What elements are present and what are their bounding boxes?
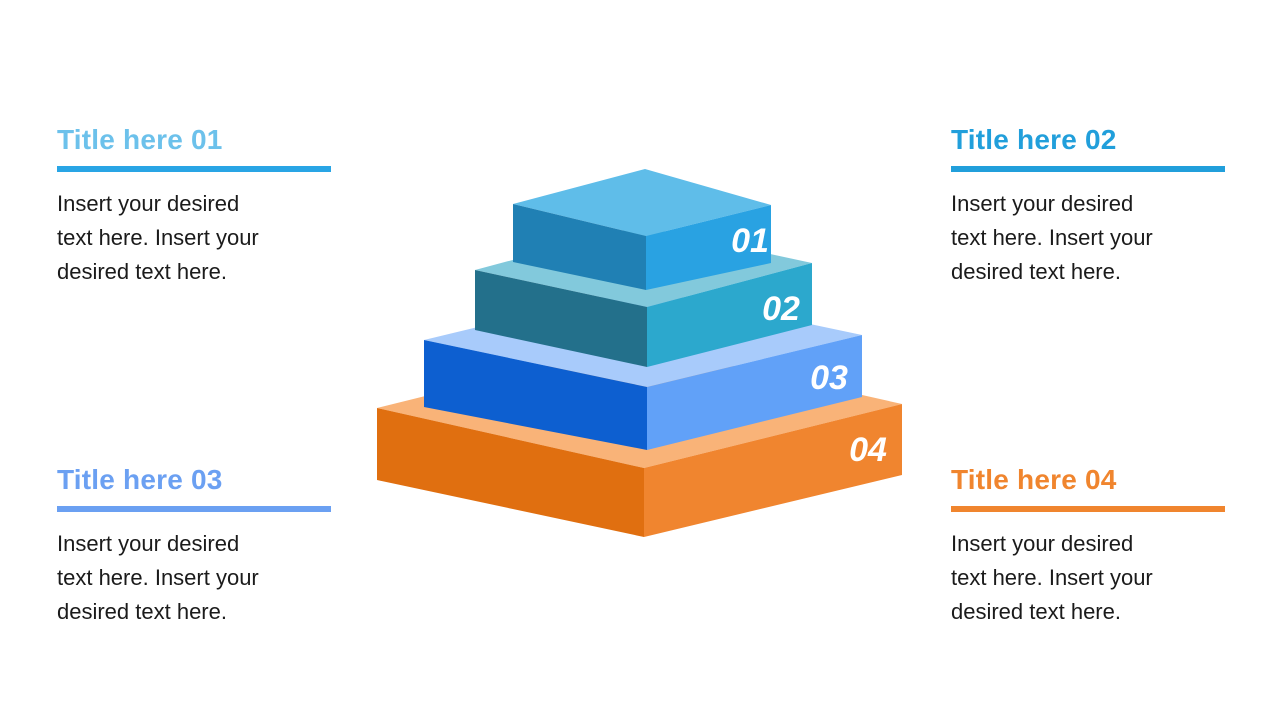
body-line: Insert your desired — [951, 191, 1134, 216]
text-block-03: Title here 03 Insert your desired text h… — [57, 464, 342, 629]
layer-04-number: 04 — [849, 431, 887, 469]
text-block-04: Title here 04 Insert your desired text h… — [951, 464, 1236, 629]
text-block-01: Title here 01 Insert your desired text h… — [57, 124, 342, 289]
block-title-02: Title here 02 — [951, 124, 1117, 155]
body-line: Insert your desired — [57, 191, 240, 216]
layer-02-number: 02 — [762, 290, 800, 328]
body-line: text here. Insert your — [951, 565, 1153, 590]
pyramid-layer-01: 01 — [513, 169, 771, 290]
body-line: Insert your desired — [951, 531, 1134, 556]
block-body-02: Insert your desired text here. Insert yo… — [951, 187, 1236, 289]
body-line: desired text here. — [951, 599, 1121, 624]
body-line: text here. Insert your — [951, 225, 1153, 250]
layer-01-right-face — [646, 205, 771, 290]
block-body-01: Insert your desired text here. Insert yo… — [57, 187, 342, 289]
layer-01-number: 01 — [731, 222, 769, 260]
layer-02-right-face — [647, 263, 812, 367]
title-underline-04 — [951, 506, 1225, 512]
body-line: Insert your desired — [57, 531, 240, 556]
layer-04-right-face — [644, 404, 902, 537]
block-title-03: Title here 03 — [57, 464, 223, 495]
layer-03-right-face — [647, 335, 862, 450]
body-line: text here. Insert your — [57, 225, 259, 250]
layer-03-number: 03 — [810, 359, 848, 397]
layer-01-left-face — [513, 204, 646, 290]
body-line: desired text here. — [951, 259, 1121, 284]
block-body-03: Insert your desired text here. Insert yo… — [57, 527, 342, 629]
layer-02-left-face — [475, 270, 647, 367]
body-line: desired text here. — [57, 259, 227, 284]
body-line: desired text here. — [57, 599, 227, 624]
body-line: text here. Insert your — [57, 565, 259, 590]
text-block-02: Title here 02 Insert your desired text h… — [951, 124, 1236, 289]
layer-03-left-face — [424, 340, 647, 450]
layer-04-left-face — [377, 408, 644, 537]
block-title-01: Title here 01 — [57, 124, 223, 155]
block-body-04: Insert your desired text here. Insert yo… — [951, 527, 1236, 629]
title-underline-01 — [57, 166, 331, 172]
layer-01-top-face — [513, 169, 771, 236]
title-underline-02 — [951, 166, 1225, 172]
block-title-04: Title here 04 — [951, 464, 1117, 495]
title-underline-03 — [57, 506, 331, 512]
